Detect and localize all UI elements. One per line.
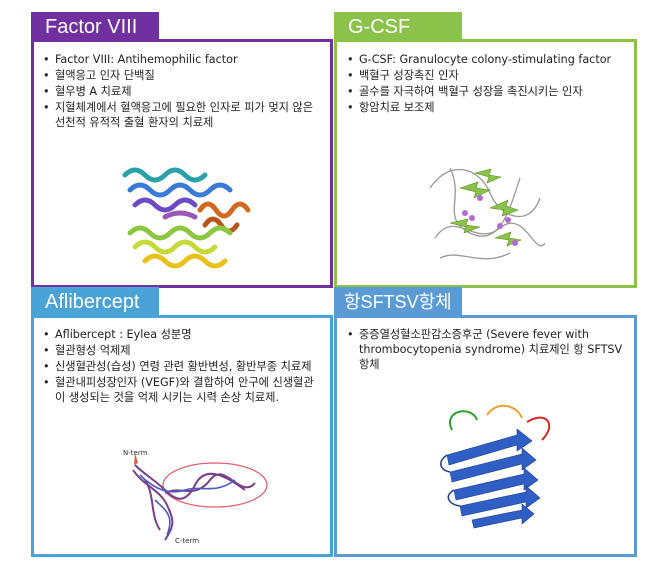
- sftsv-panel: [334, 315, 637, 557]
- gcsf-bullet: G-CSF: Granulocyte colony-stimulating fa…: [346, 52, 628, 67]
- gcsf-structure-image: [429, 167, 546, 260]
- gcsf-bullet: 골수를 자극하여 백혈구 성장을 촉진시키는 인자: [346, 84, 628, 99]
- gcsf-bullet-list: G-CSF: Granulocyte colony-stimulating fa…: [346, 52, 628, 116]
- n-term-label: N-term: [123, 449, 148, 457]
- sftsv-title: 항SFTSV항체: [334, 287, 462, 317]
- gcsf-bullet: 항암치료 보조제: [346, 100, 628, 115]
- factor8-bullet-list: Factor VIII: Antihemophilic factor 혈액응고 …: [42, 52, 322, 131]
- factor8-structure-image: [122, 167, 251, 269]
- factor8-title: Factor VIII: [31, 12, 159, 42]
- factor8-bullet: 혈액응고 인자 단백질: [42, 68, 322, 83]
- factor8-bullet: 혈우병 A 치료제: [42, 84, 322, 99]
- aflibercept-panel: [31, 315, 333, 557]
- gcsf-panel: [334, 39, 637, 288]
- aflibercept-bullet: 혈관형성 억제제: [42, 343, 322, 358]
- factor8-bullet: Factor VIII: Antihemophilic factor: [42, 52, 322, 67]
- c-term-label: C-term: [175, 537, 199, 545]
- gcsf-title: G-CSF: [334, 12, 462, 42]
- factor8-bullet: 지혈체계에서 혈액응고에 필요한 인자로 피가 멎지 않은 선천적 유적적 출혈…: [42, 100, 322, 130]
- gcsf-bullet: 백혈구 성장촉진 인자: [346, 68, 628, 83]
- aflibercept-bullet: 혈관내피성장인자 (VEGF)와 결합하여 안구에 신생혈관이 생성되는 것을 …: [42, 375, 322, 405]
- sftsv-structure-image: [440, 404, 551, 529]
- aflibercept-bullet: 신생혈관성(습성) 연령 관련 황반변성, 황반부종 치료제: [42, 359, 322, 374]
- sftsv-bullet: 중증열성혈소판감소증후군 (Severe fever with thromboc…: [346, 327, 628, 372]
- aflibercept-bullet: Aflibercept : Eylea 성분명: [42, 327, 322, 342]
- sftsv-bullet-list: 중증열성혈소판감소증후군 (Severe fever with thromboc…: [346, 327, 628, 373]
- aflibercept-title: Aflibercept: [31, 287, 159, 317]
- factor8-panel: [31, 39, 333, 288]
- aflibercept-bullet-list: Aflibercept : Eylea 성분명 혈관형성 억제제 신생혈관성(습…: [42, 327, 322, 406]
- aflibercept-structure-image: N-term C-term: [123, 449, 268, 545]
